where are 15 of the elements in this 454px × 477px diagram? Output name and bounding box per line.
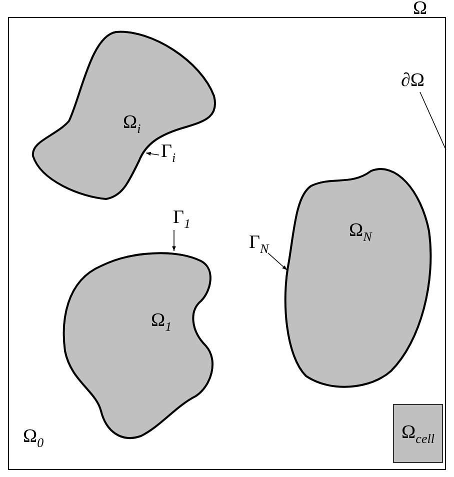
region-label: Ω$_{0}$ [23,427,44,449]
unit-cell-box [393,404,443,463]
cell-label: Ω$_{cell}$ [402,422,434,444]
leader-line [420,92,446,150]
boundary-label: Γ$_{N}$ [249,233,269,255]
boundary-label: Γ$_{1}$ [173,208,190,230]
domain-label: Ω [413,0,428,18]
boundary-label: Γ$_{i}$ [161,142,176,164]
boundary-label: ∂Ω [401,71,425,90]
region-label: Ω$_{N}$ [349,221,372,243]
region-label: Ω$_{i}$ [123,113,141,135]
leader-line [268,252,288,270]
leader-line [172,230,176,252]
region-label: Ω$_{1}$ [151,311,172,333]
leader-line [146,152,160,156]
